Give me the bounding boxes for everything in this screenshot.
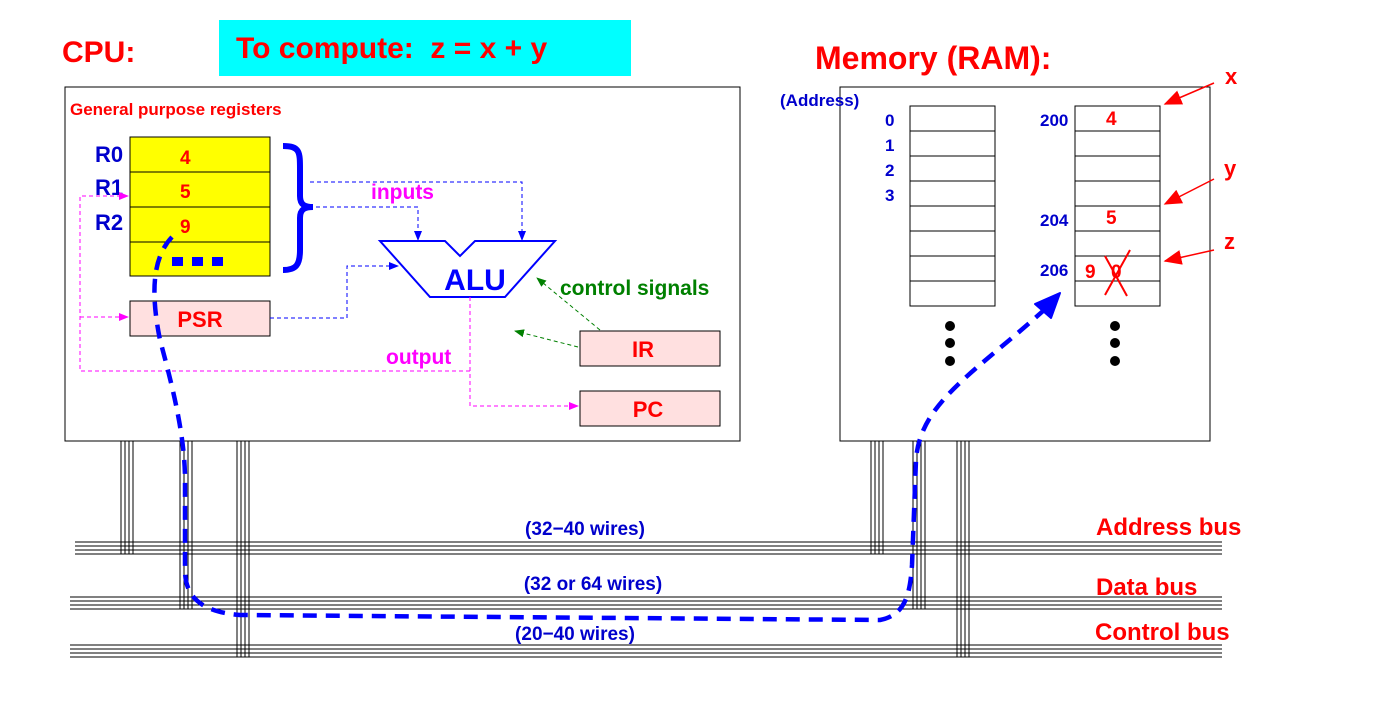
register-r2-value: 9 [180,217,191,238]
register-r1-value: 5 [180,182,191,203]
data-flow-arrowhead [1034,292,1061,319]
register-r0-value: 4 [180,148,191,169]
register-r1 [129,171,271,208]
address-200: 200 [1040,111,1068,130]
address-1: 1 [885,136,894,155]
control-bus-width: (20−40 wires) [515,624,635,645]
register-r0-name: R0 [95,142,123,167]
compute-banner-text: To compute: z = x + y [236,32,548,65]
bus-wires [70,441,1222,658]
register-file: R0 R1 R2 4 5 9 [95,136,271,277]
cell-200-value: 4 [1106,109,1117,130]
data-bus-width: (32 or 64 wires) [524,574,662,595]
memory-column-right [1074,105,1161,307]
address-3: 3 [885,186,894,205]
psr-label: PSR [177,307,222,332]
ir-box [579,330,721,367]
address-0: 0 [885,111,894,130]
gpr-label: General purpose registers [70,100,282,119]
pc-label: PC [633,397,664,422]
address-204: 204 [1040,211,1069,230]
compute-banner [219,20,631,76]
cell-206-old-value: 0 [1111,262,1122,283]
pc-box [579,390,721,427]
var-y-label: y [1224,156,1237,181]
address-bus-label: Address bus [1096,514,1241,541]
output-label: output [386,346,451,369]
register-ellipsis [172,257,223,266]
data-flow-path [152,235,1057,623]
alu-shape [377,240,558,298]
register-brace [282,143,314,273]
register-r2-name: R2 [95,210,123,235]
address-bus-width: (32−40 wires) [525,519,645,540]
var-z-label: z [1224,229,1235,254]
memory-right-continuation-dots [1110,321,1120,366]
control-signal-wires [514,277,601,348]
register-r2 [129,206,271,243]
var-pointer-arrows [1163,82,1215,265]
inputs-label: inputs [371,181,434,204]
memory-column-left [909,105,996,307]
control-bus-label: Control bus [1095,619,1230,646]
memory-left-continuation-dots [945,321,955,366]
address-header: (Address) [780,91,859,110]
address-2: 2 [885,161,894,180]
cell-206-new-value: 9 [1085,262,1096,283]
data-bus-label: Data bus [1096,574,1197,601]
memory-title: Memory (RAM): [815,40,1052,76]
address-206: 206 [1040,261,1068,280]
alu-output-wires [79,192,579,410]
control-signals-label: control signals [560,277,709,300]
alu-label: ALU [444,264,506,297]
ir-label: IR [632,337,654,362]
cell-206-cross-out [1104,249,1131,297]
cell-204-value: 5 [1106,208,1117,229]
var-x-label: x [1225,64,1238,89]
cpu-title: CPU: [62,36,136,69]
alu-input-wires [270,181,526,319]
register-r0 [129,136,271,173]
